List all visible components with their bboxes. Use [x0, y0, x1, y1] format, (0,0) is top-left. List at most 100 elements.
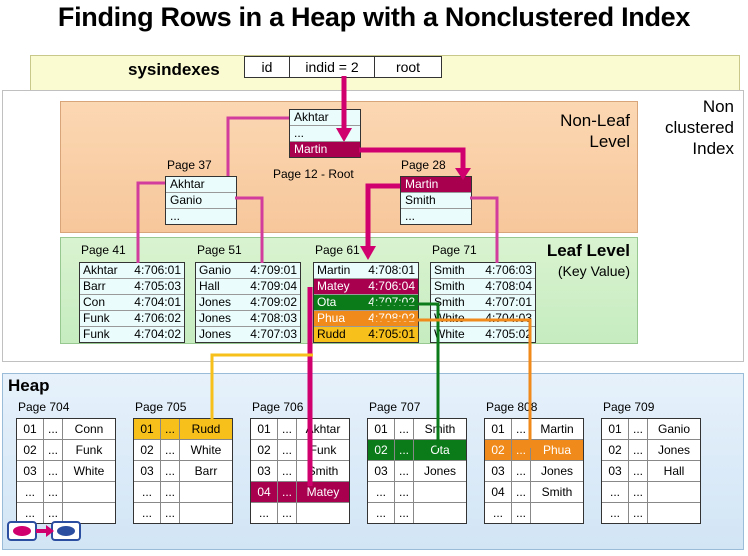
page-37-row: ...	[170, 209, 181, 223]
nonclustered-index-label: Non clustered Index	[640, 96, 734, 159]
heap-value	[63, 482, 115, 502]
heap-slot: 01	[368, 419, 395, 439]
leaf-key: Hall	[199, 279, 220, 293]
index-label-line1: Non	[702, 97, 734, 116]
heap-ellipsis: ...	[161, 419, 180, 439]
heap-page-label: Page 709	[603, 400, 655, 414]
heap-row: ......	[17, 503, 115, 523]
root-page-caption: Page 12 - Root	[273, 167, 354, 181]
leaf-key: Akhtar	[83, 263, 118, 277]
heap-value	[648, 503, 700, 523]
heap-value	[63, 503, 115, 523]
leaf-key: Rudd	[317, 327, 346, 341]
heap-row: ......	[485, 503, 583, 523]
heap-slot: 01	[17, 419, 44, 439]
leaf-rid: 4:706:01	[134, 263, 181, 277]
heap-row: ......	[602, 482, 700, 503]
nonleaf-label-line2: Level	[589, 132, 630, 151]
heap-value	[297, 503, 349, 523]
root-row: Akhtar	[290, 110, 360, 126]
heap-value: Funk	[75, 443, 103, 457]
heap-row: 03...Jones	[485, 461, 583, 482]
sysindexes-row: id indid = 2 root	[244, 56, 442, 78]
leaf-rid: 4:708:02	[368, 311, 415, 325]
heap-slot: ...	[134, 482, 161, 502]
heap-value	[414, 482, 466, 502]
heap-value: Funk	[309, 443, 337, 457]
leaf-key: Funk	[83, 311, 110, 325]
heap-ellipsis: ...	[512, 503, 531, 523]
leaf-rid: 4:709:02	[250, 295, 297, 309]
leaf-page-label: Page 41	[81, 243, 126, 257]
leaf-key: Ganio	[199, 263, 232, 277]
heap-row: 03...Hall	[602, 461, 700, 482]
page-title: Finding Rows in a Heap with a Noncluster…	[57, 2, 691, 32]
heap-ellipsis: ...	[278, 440, 297, 460]
heap-ellipsis: ...	[44, 461, 63, 481]
heap-ellipsis: ...	[512, 461, 531, 481]
page-37: Akhtar Ganio ...	[165, 176, 237, 225]
leaf-rid: 4:707:03	[250, 327, 297, 341]
leaf-row: Barr 4:705:03	[80, 279, 184, 295]
leaf-page-label: Page 51	[197, 243, 242, 257]
heap-label: Heap	[8, 376, 50, 395]
heap-value: Martin	[540, 422, 574, 436]
leaf-rid: 4:705:01	[368, 327, 415, 341]
heap-slot: 03	[485, 461, 512, 481]
heap-page-label: Page 706	[252, 400, 304, 414]
page-28-row: Smith	[401, 193, 471, 209]
heap-value: Hall	[663, 464, 685, 478]
sysindexes-col-root: root	[395, 59, 421, 75]
leaf-rid: 4:706:04	[368, 279, 415, 293]
leaf-rid: 4:709:04	[250, 279, 297, 293]
index-label-line3: Index	[692, 139, 734, 158]
heap-slot: 03	[134, 461, 161, 481]
heap-row: ......	[251, 503, 349, 523]
root-row: ...	[290, 126, 360, 142]
heap-row-highlighted: 02...Phua	[485, 440, 583, 461]
heap-ellipsis: ...	[278, 461, 297, 481]
leaf-rid: 4:707:01	[485, 295, 532, 309]
leaf-key: Barr	[83, 279, 106, 293]
leaf-page-label: Page 61	[315, 243, 360, 257]
heap-slot: 01	[134, 419, 161, 439]
heap-ellipsis: ...	[161, 482, 180, 502]
heap-row: ......	[17, 482, 115, 503]
heap-slot: ...	[251, 503, 278, 523]
heap-ellipsis: ...	[395, 482, 414, 502]
heap-ellipsis: ...	[629, 482, 648, 502]
leaf-rid: 4:705:03	[134, 279, 181, 293]
heap-ellipsis: ...	[395, 503, 414, 523]
heap-value: Barr	[194, 464, 218, 478]
heap-ellipsis: ...	[161, 440, 180, 460]
heap-slot: 02	[602, 440, 629, 460]
heap-row: ......	[368, 503, 466, 523]
heap-slot: ...	[134, 503, 161, 523]
heap-value: Rudd	[191, 422, 221, 436]
heap-value: Matey	[306, 485, 340, 499]
heap-slot: 02	[251, 440, 278, 460]
heap-row: ......	[134, 503, 232, 523]
heap-row-highlighted: 04...Matey	[251, 482, 349, 503]
heap-slot: 04	[251, 482, 278, 502]
heap-ellipsis: ...	[278, 503, 297, 523]
leaf-row: Akhtar 4:706:01	[80, 263, 184, 279]
heap-row: 03...Smith	[251, 461, 349, 482]
leaf-key: Jones	[199, 311, 232, 325]
heap-slot: 02	[485, 440, 512, 460]
leaf-key: Martin	[317, 263, 351, 277]
heap-row: 03...White	[17, 461, 115, 482]
heap-row: 04...Smith	[485, 482, 583, 503]
leaf-level-sublabel: (Key Value)	[557, 263, 630, 279]
heap-value: Akhtar	[305, 422, 341, 436]
leaf-key: Ota	[317, 295, 337, 309]
